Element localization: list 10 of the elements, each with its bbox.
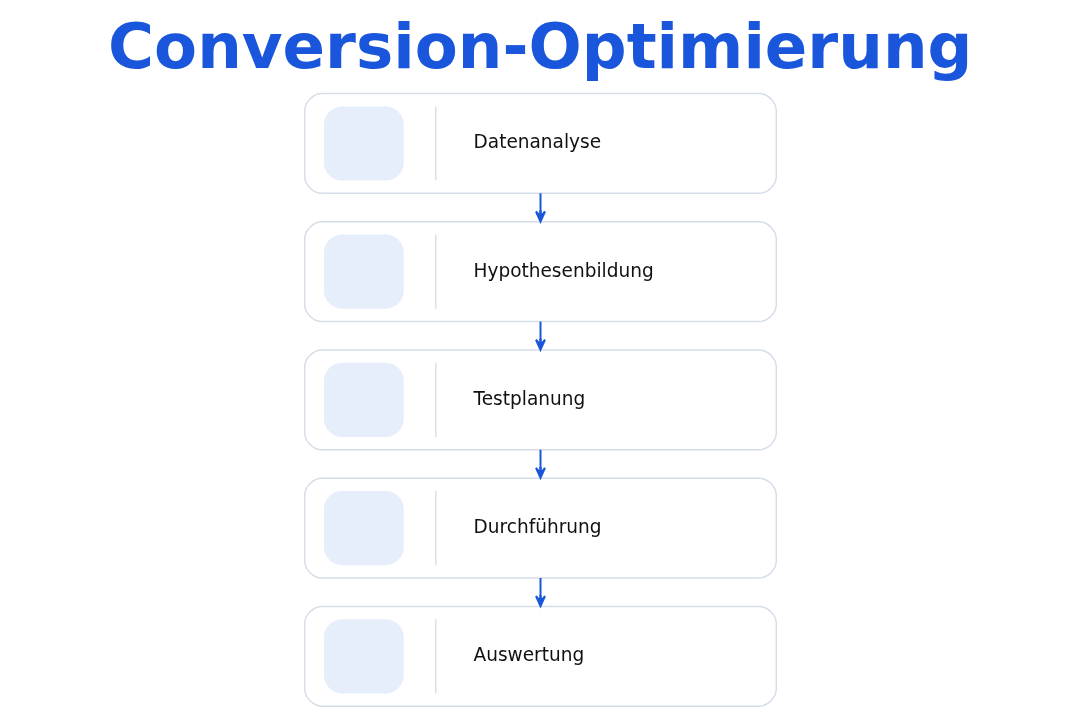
arrow (534, 577, 546, 608)
node-box: Testplanung (303, 349, 777, 451)
node-box: Hypothesenbildung (303, 221, 777, 323)
arrow (534, 320, 546, 351)
diagram-title: Conversion-Optimierung (107, 10, 972, 84)
node-box: Durchführung (303, 477, 777, 579)
arrow (534, 192, 546, 223)
arrow (534, 448, 546, 479)
node-box: Datenanalyse (303, 92, 777, 194)
node-box: Auswertung (303, 605, 777, 707)
